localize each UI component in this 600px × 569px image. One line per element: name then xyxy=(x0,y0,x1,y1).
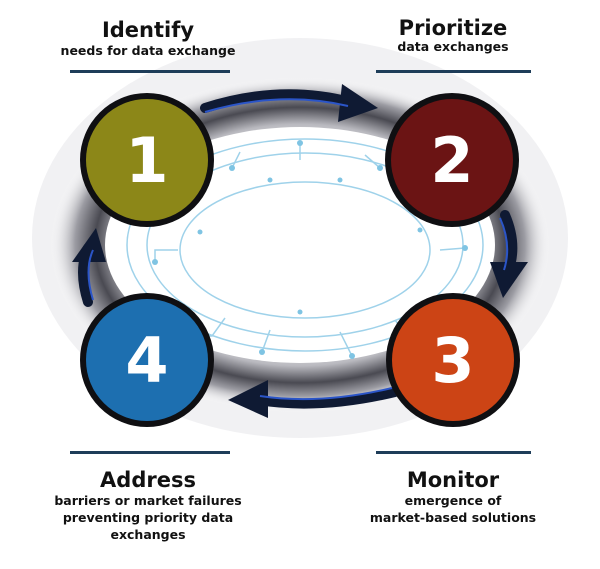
step-1-title: Identify xyxy=(101,18,195,42)
step-4-description-line-2: preventing priority data xyxy=(62,510,234,525)
step-3-description-line-2: market-based solutions xyxy=(369,510,537,525)
step-1-rule xyxy=(70,70,230,73)
step-3-title: Monitor xyxy=(406,468,500,492)
arrow-2-to-3-head xyxy=(490,262,528,298)
step-number-2: 2 xyxy=(430,124,473,197)
step-circle-3: 3 xyxy=(386,293,520,427)
step-4-title: Address xyxy=(100,468,196,492)
step-circle-4: 4 xyxy=(80,293,214,427)
step-2-rule xyxy=(376,70,531,73)
arrow-3-to-4 xyxy=(253,387,400,409)
step-3-description-line-1: emergence of xyxy=(404,493,502,508)
step-4-description-line-1: barriers or market failures xyxy=(54,493,242,508)
arrow-1-to-2-head xyxy=(338,84,378,122)
step-number-3: 3 xyxy=(431,324,474,397)
step-4-description-line-3: exchanges xyxy=(110,527,186,542)
step-number-1: 1 xyxy=(125,124,168,197)
step-3-rule xyxy=(376,451,531,454)
arrow-4-to-1-head xyxy=(72,228,106,262)
step-4-rule xyxy=(70,451,230,454)
arrow-3-to-4-head xyxy=(228,380,268,418)
step-circle-2: 2 xyxy=(385,93,519,227)
step-2-title: Prioritize xyxy=(398,16,508,40)
step-1-description: needs for data exchange xyxy=(60,43,236,58)
step-number-4: 4 xyxy=(125,324,168,397)
cycle-arrows xyxy=(72,84,528,418)
step-2-description: data exchanges xyxy=(397,39,509,54)
arrow-1-to-2 xyxy=(200,89,355,113)
step-circle-1: 1 xyxy=(80,93,214,227)
